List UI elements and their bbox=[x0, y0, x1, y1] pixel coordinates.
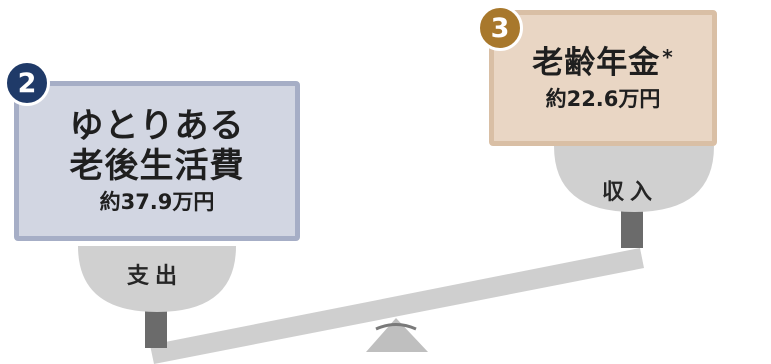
income-title-row: 老齢年金* bbox=[532, 43, 673, 83]
scale-beam bbox=[150, 248, 644, 364]
left-post bbox=[145, 308, 167, 348]
fulcrum-band bbox=[375, 323, 417, 331]
number-badge-2: 2 bbox=[4, 60, 50, 106]
right-pan bbox=[554, 146, 714, 212]
income-card: 老齢年金* 約22.6万円 bbox=[489, 10, 717, 146]
expense-title-line1: ゆとりある bbox=[69, 106, 245, 146]
income-title-mark: * bbox=[662, 45, 674, 69]
expense-pan-label: 支出 bbox=[126, 264, 183, 289]
income-pan-label: 収入 bbox=[601, 180, 658, 205]
number-badge-3: 3 bbox=[477, 5, 523, 51]
fulcrum bbox=[366, 318, 428, 352]
expense-title-line2: 老後生活費 bbox=[69, 146, 245, 186]
expense-amount: 約37.9万円 bbox=[99, 190, 215, 214]
income-amount: 約22.6万円 bbox=[545, 87, 661, 111]
income-title: 老齢年金 bbox=[532, 45, 661, 81]
right-post bbox=[621, 208, 643, 248]
expense-card: ゆとりある 老後生活費 約37.9万円 bbox=[14, 81, 300, 241]
left-pan bbox=[78, 246, 236, 312]
